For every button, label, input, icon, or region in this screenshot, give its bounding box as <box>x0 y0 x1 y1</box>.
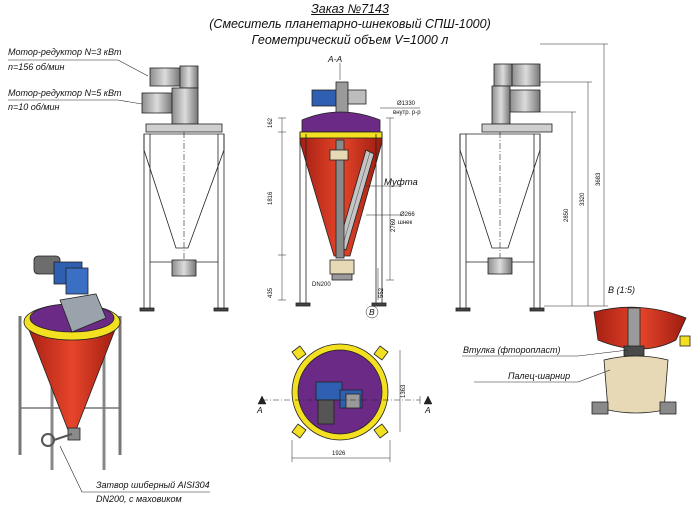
product-title: (Смеситель планетарно-шнековый СПШ-1000) <box>209 17 491 31</box>
gearbox-upper <box>179 65 199 89</box>
gate-valve-label-line1: Затвор шиберный AISI304 <box>96 480 210 490</box>
dim-h-3320: 3320 <box>580 192 586 206</box>
lid-plate <box>145 123 223 133</box>
dim-dia-top-note: внутр. р-р <box>393 110 421 116</box>
section-motor <box>311 89 337 107</box>
view-b-label: В (1:5) <box>608 285 636 295</box>
dim-h-2850: 2850 <box>564 208 570 222</box>
gate-valve-label-line2: DN200, с маховиком <box>96 494 182 504</box>
dim-dia-screw-note: шнек <box>398 220 413 226</box>
dim-h-base: 435 <box>268 287 274 298</box>
left-elevation-view <box>8 59 229 312</box>
coupling-label: Муфта <box>384 177 418 188</box>
dim-dia-screw: Ø266 <box>400 212 415 218</box>
isometric-view <box>18 255 210 493</box>
dim-h-outlet: 552 <box>379 287 385 298</box>
section-aa-view <box>278 63 420 319</box>
section-lid <box>301 111 381 133</box>
dim-plan-width: 1926 <box>332 451 346 457</box>
motor-lower <box>141 92 173 114</box>
plan-view <box>257 343 433 462</box>
dim-h-total-cone: 2769 <box>391 218 397 232</box>
section-a-left-marker: А <box>257 405 263 415</box>
volume-title: Геометрический объем V=1000 л <box>251 33 449 47</box>
dim-dia-top: Ø1330 <box>397 101 416 107</box>
plan-motor <box>315 381 343 401</box>
motor1-speed-label: n=156 об/мин <box>8 62 65 72</box>
detail-view-b <box>462 306 691 415</box>
motor2-speed-label: n=10 об/мин <box>8 102 60 112</box>
order-title: Заказ №7143 <box>311 2 389 16</box>
outlet-valve <box>171 259 197 277</box>
dim-h-3683: 3683 <box>596 172 602 186</box>
bushing-label: Втулка (фторопласт) <box>463 345 561 355</box>
planetary-screw <box>337 149 375 251</box>
dim-h-cone: 1816 <box>268 191 274 205</box>
section-a-right-marker: А <box>425 405 431 415</box>
dim-plan-height: 1363 <box>401 384 407 398</box>
dim-dn-outlet: DN200 <box>312 282 331 288</box>
view-b-marker: В <box>369 307 375 317</box>
motor-upper <box>149 67 181 87</box>
right-elevation-view <box>455 43 608 312</box>
gearbox-lower <box>171 87 199 125</box>
motor2-power-label: Мотор-редуктор N=5 кВт <box>8 88 122 98</box>
section-aa-label: А-А <box>328 54 343 64</box>
detail-bushing <box>603 355 669 414</box>
motor1-power-label: Мотор-редуктор N=3 кВт <box>8 47 122 57</box>
dim-h-top: 162 <box>268 117 274 128</box>
hinge-pin-label: Палец-шарнир <box>508 371 571 381</box>
